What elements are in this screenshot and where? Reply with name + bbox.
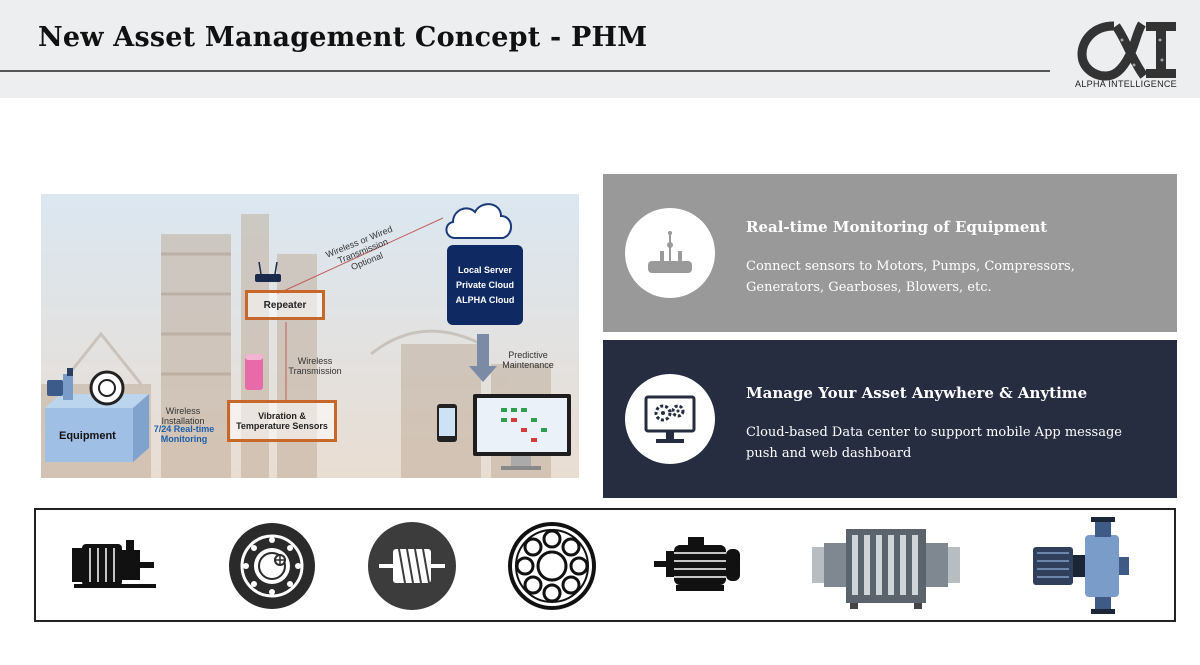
icon-circle [625,374,715,464]
blower-icon [812,529,960,609]
pump-icon [1033,517,1129,614]
icon-circle [625,208,715,298]
generator-icon [72,540,156,588]
panel-title: Real-time Monitoring of Equipment [746,218,1048,236]
cloud-item: ALPHA Cloud [455,295,515,305]
equipment-item [366,520,458,612]
electric-motor-icon [654,537,740,591]
slide-header: New Asset Management Concept - PHM ALPHA… [0,0,1200,98]
equipment-item [66,520,162,612]
monitor-gears-icon [644,395,696,443]
wireless-router-icon [648,231,692,273]
alpha-intelligence-logo-icon [1077,21,1176,81]
cloud-item: Private Cloud [455,280,514,290]
feature-panel-manage: Manage Your Asset Anywhere & Anytime Clo… [603,340,1177,498]
panel-title: Manage Your Asset Anywhere & Anytime [746,384,1088,402]
title-divider [0,70,1050,72]
cloud-server-box: Local Server Private Cloud ALPHA Cloud [447,245,523,325]
panel-description: Connect sensors to Motors, Pumps, Compre… [746,259,1075,295]
wireless-installation-label: Wireless Installation [161,406,205,427]
equipment-item [1026,517,1136,614]
feature-panel-monitoring: Real-time Monitoring of Equipment Connec… [603,174,1177,332]
repeater-box: Repeater [245,290,325,320]
logo-text: ALPHA INTELLIGENCE [1075,79,1177,89]
ball-bearing-icon [508,522,596,610]
realtime-monitoring-label: 7/24 Real-time Monitoring [153,424,215,445]
wireless-transmission-label: Wireless Transmission [288,356,342,377]
system-architecture-diagram: Wireless or Wired Transmission Optional … [41,194,579,478]
bearing-icon [229,523,315,609]
page-title: New Asset Management Concept - PHM [38,22,648,53]
equipment-item [648,520,752,612]
equipment-item [226,520,318,612]
equipment-item [806,520,966,612]
cloud-item: Local Server [457,265,513,275]
predictive-maintenance-label: Predictive Maintenance [502,350,554,371]
equipment-label: Equipment [59,430,116,442]
equipment-item [506,520,598,612]
sensors-box: Vibration & Temperature Sensors [227,400,337,442]
equipment-icons-strip [34,508,1176,622]
panel-description: Cloud-based Data center to support mobil… [746,425,1122,461]
motor-rotor-icon [368,522,456,610]
